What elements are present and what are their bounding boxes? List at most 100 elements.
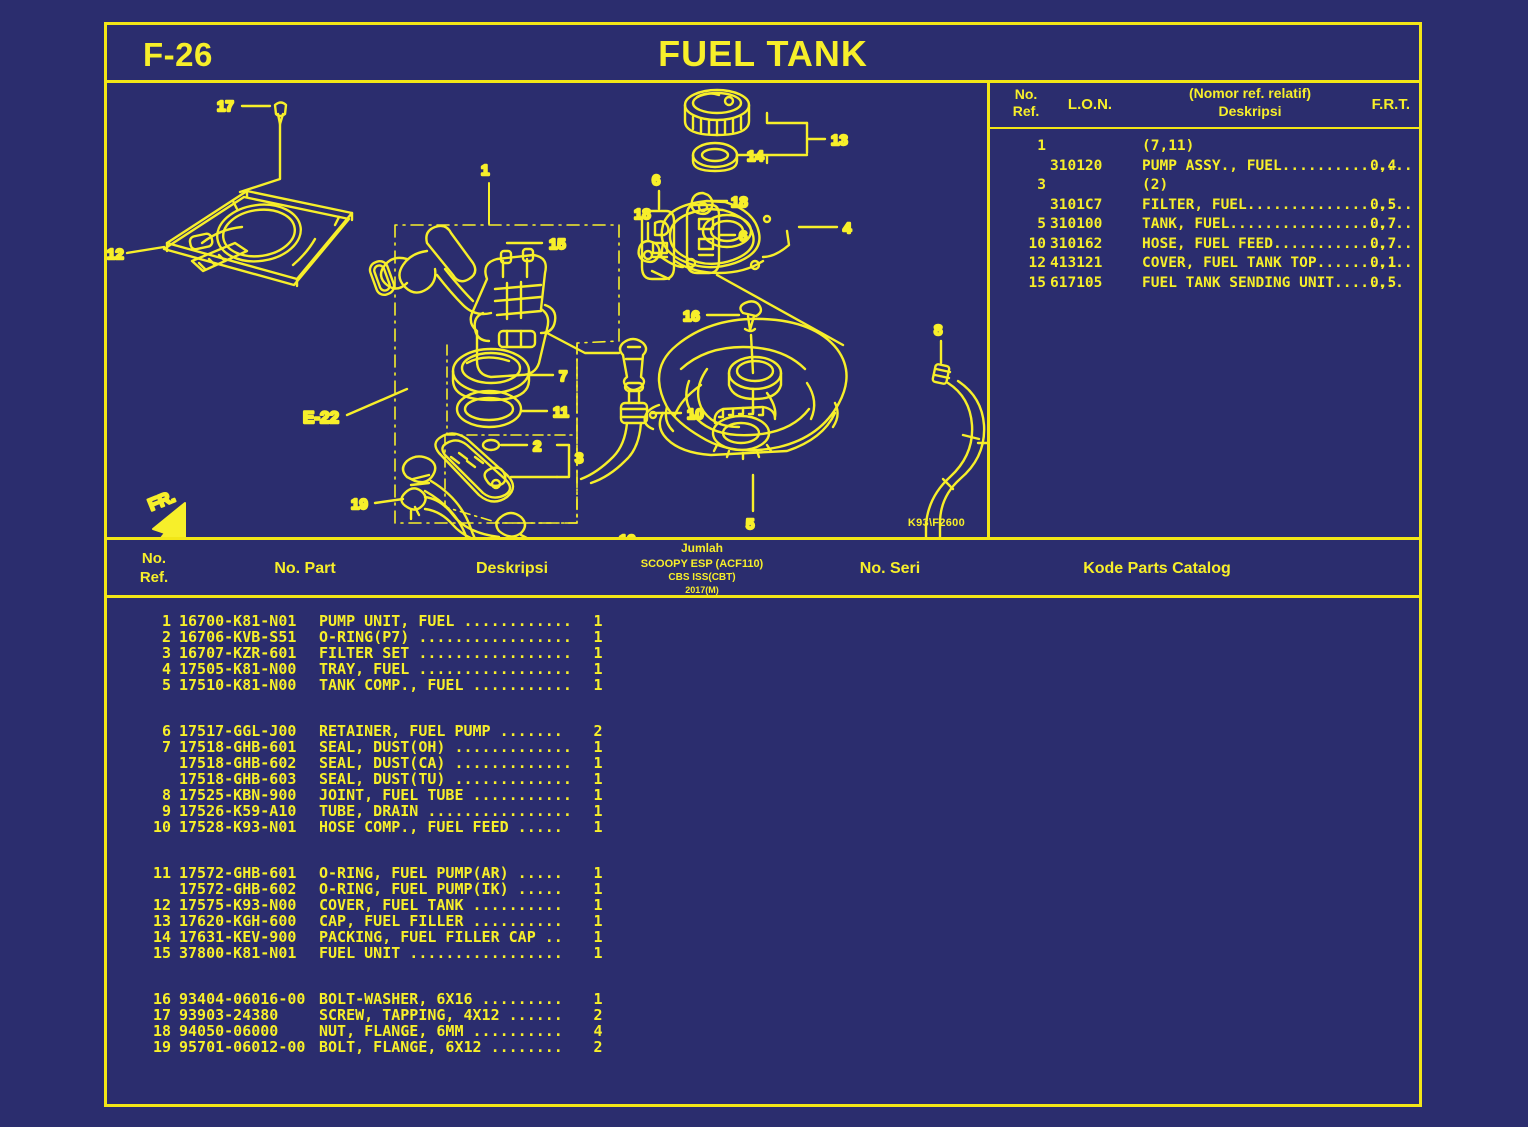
parts-cell-ref: 15 — [152, 944, 171, 962]
frt-cell-lon: 310100 — [1050, 216, 1103, 232]
parts-row: 17518-GHB-602 SEAL, DUST(CA) ............… — [107, 754, 1419, 772]
parts-header-kode-catalog: Kode Parts Catalog — [1083, 560, 1231, 577]
part-4-tray-fuel — [659, 199, 791, 275]
frt-table-header: No.Ref. L.O.N. (Nomor ref. relatif) Desk… — [990, 83, 1422, 129]
parts-cell-ref: 18 — [152, 1022, 171, 1040]
parts-cell-part: 17518-GHB-603 — [179, 770, 297, 788]
direction-arrow-fr — [152, 502, 186, 537]
parts-cell-part: 16707-KZR-601 — [179, 644, 297, 662]
part-16-bolt-washer — [739, 300, 763, 333]
jumlah-title: Jumlah — [680, 541, 723, 555]
frt-cell-frt: 0,7 — [1370, 235, 1397, 252]
part-8-joint-fuel-tube — [931, 363, 952, 385]
parts-cell-part: 17526-K59-A10 — [179, 802, 297, 820]
parts-cell-desc: FILTER SET ................. — [319, 644, 572, 662]
callout-4: 4 — [843, 220, 852, 237]
parts-row: 3 16707-KZR-601 FILTER SET ...............… — [107, 644, 1419, 662]
callout-16: 16 — [683, 308, 700, 325]
leader-19-a — [373, 497, 405, 505]
callout-18-left: 18 — [634, 206, 651, 223]
part-18-nut-flange-left — [637, 239, 661, 264]
parts-cell-part: 93903-24380 — [179, 1006, 279, 1024]
callout-3: 3 — [575, 450, 583, 467]
frt-cell-desc: HOSE, FUEL FEED................ — [1142, 235, 1413, 252]
part-9-tube-drain — [924, 379, 986, 537]
frt-cell-desc: (7,11) — [1142, 138, 1195, 154]
parts-cell-qty: 1 — [593, 644, 603, 662]
parts-cell-qty: 1 — [593, 880, 603, 898]
frt-cell-ref: 10 — [1028, 235, 1046, 252]
parts-header-deskripsi: Deskripsi — [475, 560, 549, 577]
leader-3-bracket — [555, 443, 571, 479]
part-7-seal-dust — [451, 347, 531, 402]
parts-cell-desc: SEAL, DUST(CA) ............. — [319, 754, 572, 772]
parts-cell-qty: 1 — [593, 802, 603, 820]
section-code: F-26 — [143, 36, 213, 73]
parts-cell-part: 17510-K81-N00 — [179, 676, 297, 694]
callout-10: 10 — [687, 406, 704, 423]
parts-cell-part: 17518-GHB-602 — [179, 754, 297, 772]
parts-row-spacer — [107, 834, 1419, 864]
callout-2: 2 — [533, 438, 541, 455]
parts-cell-part: 16706-KVB-S51 — [179, 628, 297, 646]
parts-cell-desc: SEAL, DUST(OH) ............. — [319, 738, 572, 756]
leader-19-left — [379, 401, 403, 413]
callout-14: 14 — [747, 148, 764, 165]
parts-cell-ref: 1 — [161, 612, 171, 630]
parts-cell-desc: COVER, FUEL TANK .......... — [319, 896, 563, 914]
part-5-tank-comp-fuel — [643, 317, 848, 461]
fuel-tank-exploded-diagram: 17 12 1 15 — [107, 88, 987, 537]
part-13-cap-fuel-filler — [683, 88, 751, 137]
parts-cell-ref: 10 — [152, 818, 171, 836]
jumlah-sub: CBS ISS(CBT) — [668, 572, 736, 584]
parts-table-header: No.Ref. No. Part Deskripsi Jumlah SCOOPY… — [107, 540, 1419, 598]
parts-cell-qty: 2 — [593, 1006, 603, 1024]
callout-7: 7 — [559, 368, 567, 385]
leader-e22 — [345, 387, 409, 417]
parts-cell-part: 17518-GHB-601 — [179, 738, 297, 756]
parts-cell-qty: 1 — [593, 660, 603, 678]
parts-cell-ref: 7 — [161, 738, 171, 756]
parts-cell-desc: TANK COMP., FUEL ........... — [319, 676, 572, 694]
diagram-code: K93\F2600 — [907, 517, 965, 529]
parts-cell-part: 94050-06000 — [179, 1022, 279, 1040]
parts-cell-qty: 1 — [593, 628, 603, 646]
callout-12: 12 — [107, 246, 124, 263]
leader-12 — [125, 245, 166, 255]
frt-row: 1(7,11) — [990, 138, 1422, 158]
parts-cell-desc: NUT, FLANGE, 6MM .......... — [319, 1022, 563, 1040]
parts-cell-ref: 9 — [161, 802, 171, 820]
fuel-hose-lower-assembly — [400, 455, 528, 537]
frt-cell-lon: 617105 — [1050, 274, 1103, 291]
callout-8: 8 — [934, 322, 942, 339]
frt-row: 3(2) — [990, 177, 1422, 197]
parts-cell-qty: 1 — [593, 738, 603, 756]
exploded-diagram-panel: 17 12 1 15 — [107, 83, 990, 540]
group-box-1 — [394, 224, 620, 524]
parts-cell-ref: 11 — [152, 864, 171, 882]
part-12-cover-fuel-tank-top — [162, 189, 354, 288]
callout-17: 17 — [217, 98, 234, 115]
parts-cell-qty: 1 — [593, 990, 603, 1008]
parts-cell-ref: 12 — [152, 896, 171, 914]
parts-cell-part: 95701-06012-00 — [179, 1038, 306, 1056]
parts-cell-ref: 3 — [161, 644, 171, 662]
parts-cell-desc: CAP, FUEL FILLER .......... — [319, 912, 563, 930]
